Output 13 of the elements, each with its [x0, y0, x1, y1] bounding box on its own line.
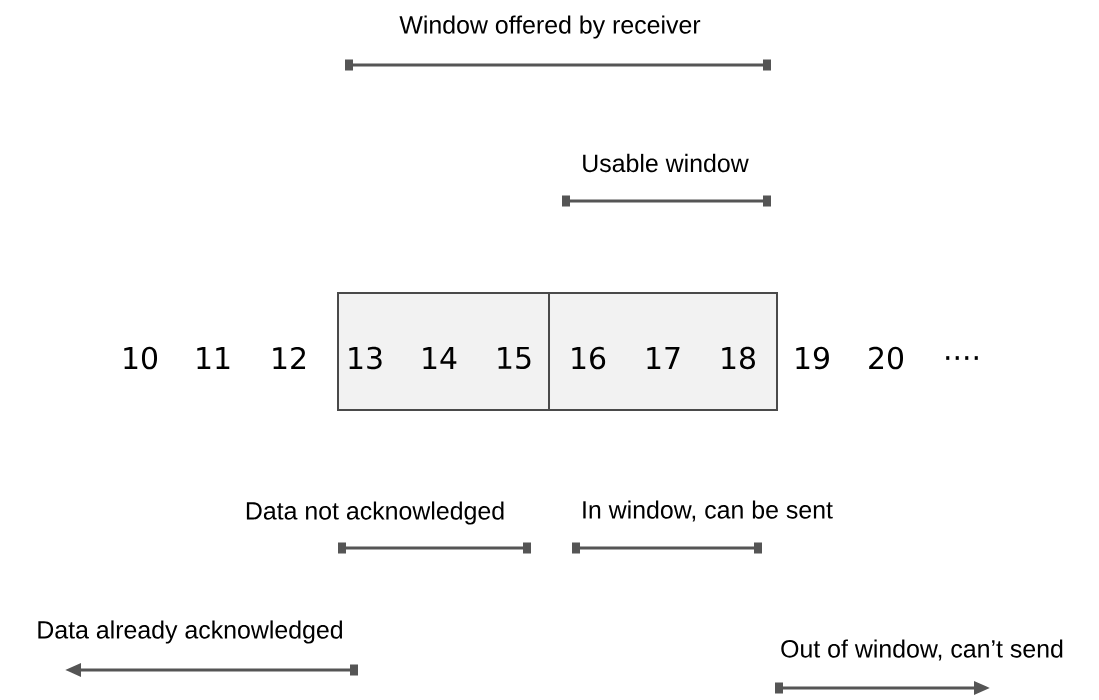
- caption: Data already acknowledged: [38, 620, 342, 644]
- caption: In window, can be sent: [583, 500, 833, 522]
- window-box: 13 14 15: [337, 292, 550, 411]
- sequence-number: 12: [273, 346, 306, 370]
- caption: Usable window: [583, 153, 749, 173]
- caption: Data not acknowledged: [246, 501, 504, 525]
- sequence-number: 11: [197, 347, 230, 369]
- window-box: 16 17 18: [548, 292, 778, 411]
- sequence-number: 20: [869, 346, 904, 370]
- sequence-number: ....: [946, 356, 978, 360]
- caption: Window offered by receiver: [399, 15, 701, 39]
- caption: Out of window, can’t send: [781, 639, 1063, 661]
- sequence-number: 10: [124, 346, 158, 370]
